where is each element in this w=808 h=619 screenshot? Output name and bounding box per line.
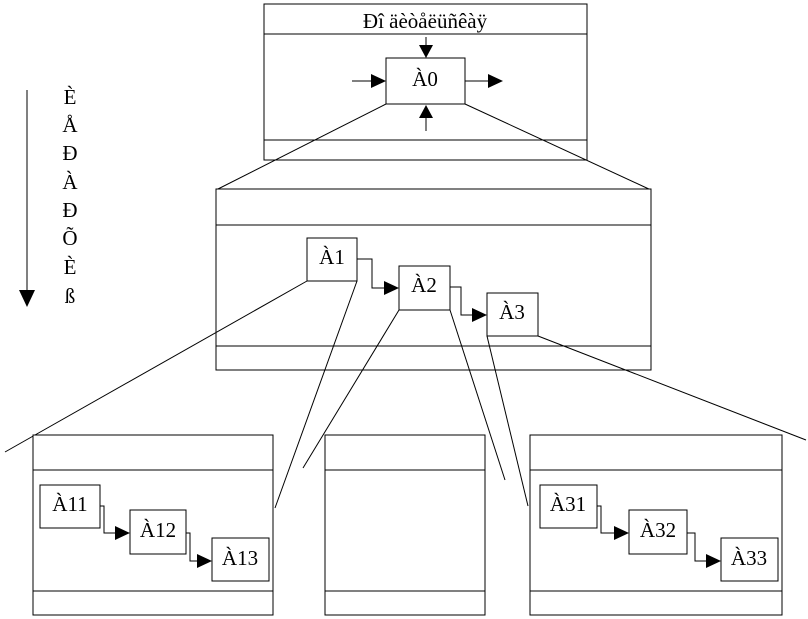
block-a13: À13 (211, 537, 270, 582)
connector-a1-a2-head (384, 281, 399, 295)
hierarchy-label: È Å Ð À Ð Õ È ß (62, 85, 78, 308)
connector-a12-a13-head (197, 554, 212, 568)
block-label-a1: À1 (319, 245, 345, 269)
expansion-line (302, 309, 400, 469)
output-arrow-head (488, 74, 503, 88)
block-label-a33: À33 (731, 546, 767, 570)
connector-a31-a32 (597, 505, 615, 534)
expansion-line (274, 280, 358, 509)
block-a3: À3 (486, 292, 539, 337)
root-block: À0 (385, 57, 466, 105)
connector-a32-a33 (687, 532, 707, 562)
block-label-a31: À31 (550, 492, 586, 516)
bottom-middle-frame (324, 434, 486, 616)
block-label-a32: À32 (640, 518, 676, 542)
expansion-line (4, 280, 308, 453)
hierarchy-char: ß (65, 284, 76, 308)
hierarchy-char: Ð (62, 141, 77, 165)
block-label-a11: À11 (52, 492, 87, 516)
block-a33: À33 (720, 537, 779, 582)
expansion-line (464, 103, 652, 191)
block-label-a12: À12 (140, 518, 176, 542)
connector-a11-a12-head (115, 526, 130, 540)
block-a12: À12 (129, 509, 187, 555)
expansion-line (215, 103, 387, 191)
block-a11: À11 (39, 484, 101, 529)
connector-a2-a3 (450, 286, 472, 316)
block-a31: À31 (539, 484, 598, 529)
block-a1: À1 (306, 237, 358, 282)
block-label-a3: À3 (499, 300, 525, 324)
expansion-line (537, 335, 807, 441)
connector-a12-a13 (186, 532, 198, 562)
block-a2: À2 (398, 265, 451, 311)
hierarchy-char: È (64, 255, 77, 279)
hierarchy-char: À (62, 170, 78, 194)
expansion-line (486, 335, 529, 507)
hierarchy-char: Ð (62, 198, 77, 222)
hierarchy-char: È (64, 85, 77, 109)
hierarchy-char: Õ (62, 226, 77, 250)
control-arrow-head (419, 45, 433, 58)
hierarchy-char: Å (62, 113, 78, 137)
expansion-line (449, 309, 506, 481)
block-a32: À32 (628, 509, 688, 555)
connector-a1-a2 (357, 258, 385, 289)
block-label-a13: À13 (222, 546, 258, 570)
connector-a2-a3-head (472, 308, 487, 322)
block-label-a2: À2 (411, 273, 437, 297)
block-label-a0: À0 (412, 67, 438, 91)
diagram-title: Ðî äèòåëüñêàÿ (363, 9, 488, 33)
connector-a11-a12 (100, 505, 116, 534)
input-arrow-head (371, 74, 386, 88)
hierarchy-arrow-head (19, 290, 35, 307)
mechanism-arrow-head (419, 105, 433, 118)
connector-a31-a32-head (614, 526, 629, 540)
connector-a32-a33-head (706, 554, 721, 568)
